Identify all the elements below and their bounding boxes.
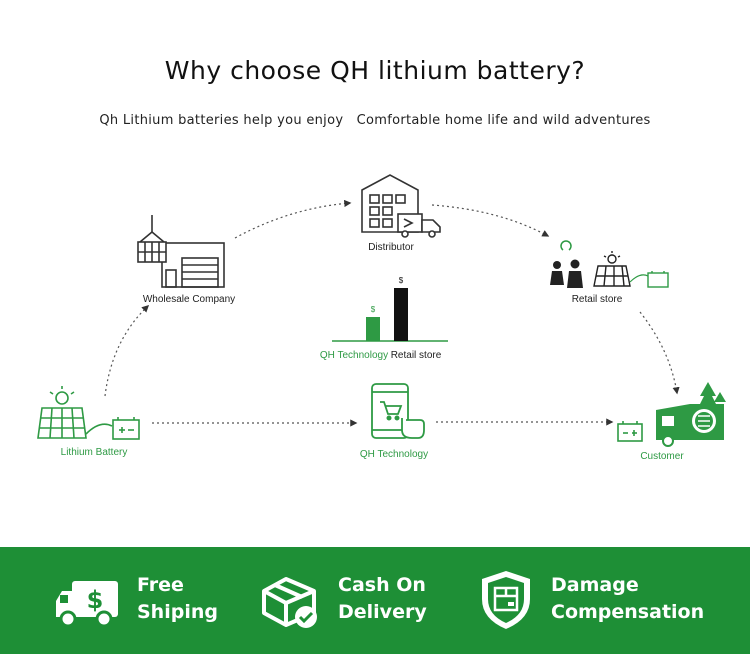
price-label-retail: Retail store xyxy=(391,350,442,361)
node-label-retail: Retail store xyxy=(572,294,623,305)
features-bar: $ Free Shiping Cash On Delivery xyxy=(0,547,750,654)
arrow-retail-to-customer xyxy=(639,311,680,395)
node-label-battery: Lithium Battery xyxy=(61,447,128,458)
distribution-center-icon xyxy=(361,174,441,238)
mobile-shopping-icon xyxy=(371,383,425,439)
shield-box-icon xyxy=(482,571,530,629)
feature-label: Cash On Delivery xyxy=(338,574,427,623)
solar-battery-icon xyxy=(37,386,140,440)
arrow-distributor-to-retail xyxy=(431,204,550,237)
node-label-customer: Customer xyxy=(640,451,684,462)
arrow-wholesale-to-distributor xyxy=(234,199,352,239)
supply-chain-diagram: Wholesale Company Distributor xyxy=(37,174,726,462)
page-title: Why choose QH lithium battery? xyxy=(164,56,586,85)
price-label-qh: QH Technology xyxy=(320,350,388,361)
warehouse-icon xyxy=(137,215,225,288)
feature-damage-compensation: Damage Compensation xyxy=(470,547,750,654)
price-bar-qh xyxy=(366,317,380,341)
rv-camper-icon xyxy=(617,382,726,447)
node-label-qh-technology: QH Technology xyxy=(360,449,428,460)
people-solar-icon xyxy=(550,240,669,288)
arrow-battery-to-wholesale xyxy=(104,305,150,397)
price-comparison-chart: $ $ QH Technology Retail store xyxy=(320,276,448,361)
feature-label: Damage Compensation xyxy=(551,574,705,623)
package-check-icon xyxy=(262,577,317,628)
svg-text:$: $ xyxy=(87,586,104,614)
page-subtitle: Qh Lithium batteries help you enjoy Comf… xyxy=(99,113,651,128)
delivery-truck-dollar-icon: $ xyxy=(56,581,118,628)
price-symbol-retail: $ xyxy=(399,276,404,285)
price-bar-retail xyxy=(394,288,408,341)
feature-label: Free Shiping xyxy=(137,574,218,623)
node-label-wholesale: Wholesale Company xyxy=(143,294,235,305)
flow-arrows xyxy=(104,199,680,427)
node-label-distributor: Distributor xyxy=(368,242,414,253)
feature-cash-on-delivery: Cash On Delivery xyxy=(250,547,480,654)
price-symbol-qh: $ xyxy=(371,305,376,314)
feature-free-shipping: $ Free Shiping xyxy=(0,547,250,654)
